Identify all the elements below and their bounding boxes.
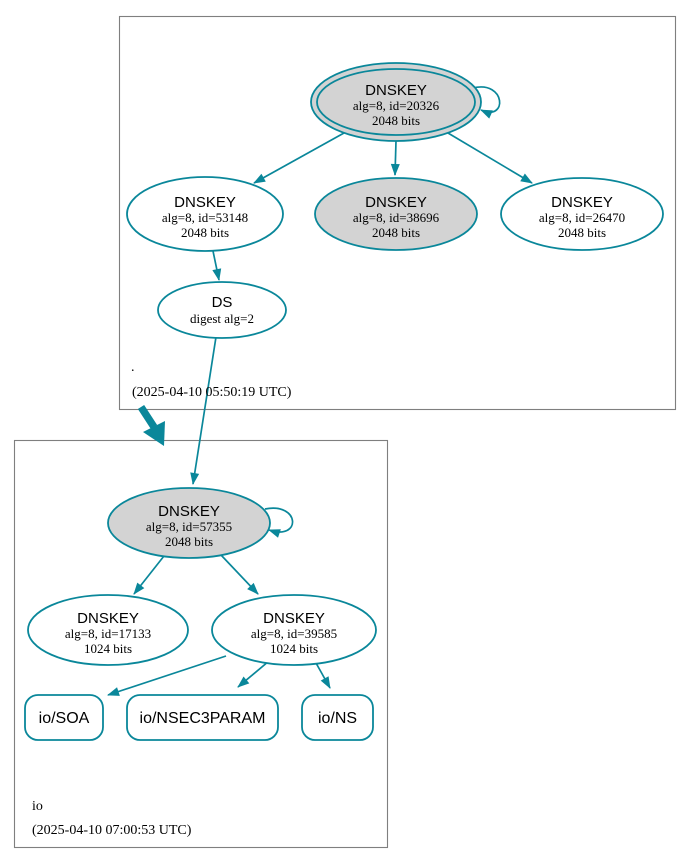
io-ksk-alg: alg=8, id=57355 xyxy=(146,519,232,534)
root-zsk-38696-title: DNSKEY xyxy=(365,194,427,211)
node-root-ds[interactable]: DS digest alg=2 xyxy=(157,281,287,339)
node-io-ksk-57355[interactable]: DNSKEY alg=8, id=57355 2048 bits xyxy=(107,487,271,559)
io-nsec3param-rect[interactable] xyxy=(126,694,279,741)
io-zsk-39585-ellipse[interactable] xyxy=(211,594,377,666)
root-zsk-53148-bits: 2048 bits xyxy=(181,225,229,240)
io-zsk-39585-title: DNSKEY xyxy=(263,610,325,627)
edge-root-ksk-to-zsk-53148 xyxy=(253,132,345,184)
edge-io-ksk-to-zsk-39585 xyxy=(220,554,259,595)
io-zsk-17133-ellipse[interactable] xyxy=(27,594,189,666)
node-root-ksk-20326[interactable]: DNSKEY alg=8, id=20326 2048 bits xyxy=(310,62,482,142)
node-io-nsec3param-rrset[interactable]: io/NSEC3PARAM xyxy=(126,694,279,741)
root-ds-detail: digest alg=2 xyxy=(190,311,254,326)
root-ds-ellipse[interactable] xyxy=(157,281,287,339)
edge-root-ksk-self-loop xyxy=(472,86,501,119)
edge-root-zone-to-io-zone xyxy=(137,404,158,430)
edge-zsk-53148-to-ds xyxy=(212,250,222,281)
root-zsk-53148-alg: alg=8, id=53148 xyxy=(162,210,248,225)
io-zsk-17133-title: DNSKEY xyxy=(77,610,139,627)
io-soa-rect[interactable] xyxy=(24,694,104,741)
node-io-soa-rrset[interactable]: io/SOA xyxy=(24,694,104,741)
root-ksk-alg: alg=8, id=20326 xyxy=(353,98,440,113)
edge-io-ksk-self-loop xyxy=(264,507,294,538)
io-zone-timestamp: (2025-04-10 07:00:53 UTC) xyxy=(32,823,192,838)
root-ds-title: DS xyxy=(212,294,233,311)
root-zsk-38696-bits: 2048 bits xyxy=(372,225,420,240)
node-root-zsk-38696[interactable]: DNSKEY alg=8, id=38696 2048 bits xyxy=(314,177,478,251)
io-ns-rect[interactable] xyxy=(301,694,374,741)
io-zsk-39585-bits: 1024 bits xyxy=(270,641,318,656)
root-zsk-38696-ellipse[interactable] xyxy=(314,177,478,251)
root-zone-label: . xyxy=(131,360,135,375)
root-zsk-26470-alg: alg=8, id=26470 xyxy=(539,210,625,225)
io-zsk-17133-alg: alg=8, id=17133 xyxy=(65,626,151,641)
io-zsk-39585-alg: alg=8, id=39585 xyxy=(251,626,337,641)
edge-root-ksk-to-zsk-38696 xyxy=(390,140,400,176)
edge-zsk-39585-to-ns xyxy=(315,662,331,689)
edge-root-zone-to-io-zone-arrowhead xyxy=(143,421,165,446)
edge-zsk-39585-to-soa xyxy=(107,655,227,696)
io-ksk-ellipse[interactable] xyxy=(107,487,271,559)
root-zsk-53148-ellipse[interactable] xyxy=(126,176,284,252)
io-soa-label: io/SOA xyxy=(39,710,90,727)
edge-zsk-39585-to-nsec3param xyxy=(237,660,270,688)
root-zsk-26470-ellipse[interactable] xyxy=(500,177,664,251)
io-zone-label: io xyxy=(32,799,43,814)
root-zsk-53148-title: DNSKEY xyxy=(174,194,236,211)
io-ksk-bits: 2048 bits xyxy=(165,534,213,549)
root-zsk-26470-title: DNSKEY xyxy=(551,194,613,211)
io-ksk-title: DNSKEY xyxy=(158,503,220,520)
root-ksk-bits: 2048 bits xyxy=(372,113,420,128)
io-zone-box xyxy=(13,439,389,849)
node-root-zsk-53148[interactable]: DNSKEY alg=8, id=53148 2048 bits xyxy=(126,176,284,252)
edge-io-ksk-to-zsk-17133 xyxy=(133,555,165,595)
node-root-zsk-26470[interactable]: DNSKEY alg=8, id=26470 2048 bits xyxy=(500,177,664,251)
node-io-ns-rrset[interactable]: io/NS xyxy=(301,694,374,741)
root-ksk-title: DNSKEY xyxy=(365,82,427,99)
root-zsk-38696-alg: alg=8, id=38696 xyxy=(353,210,440,225)
root-ksk-inner-ring xyxy=(316,68,476,136)
root-zone-box xyxy=(118,15,677,411)
io-zsk-17133-bits: 1024 bits xyxy=(84,641,132,656)
node-io-zsk-17133[interactable]: DNSKEY alg=8, id=17133 1024 bits xyxy=(27,594,189,666)
root-zsk-26470-bits: 2048 bits xyxy=(558,225,606,240)
edge-root-ksk-to-zsk-26470 xyxy=(447,132,533,184)
io-nsec3param-label: io/NSEC3PARAM xyxy=(140,710,266,727)
edge-ds-to-io-ksk xyxy=(190,336,217,485)
node-io-zsk-39585[interactable]: DNSKEY alg=8, id=39585 1024 bits xyxy=(211,594,377,666)
io-ns-label: io/NS xyxy=(318,710,357,727)
root-zone-timestamp: (2025-04-10 05:50:19 UTC) xyxy=(132,385,292,400)
